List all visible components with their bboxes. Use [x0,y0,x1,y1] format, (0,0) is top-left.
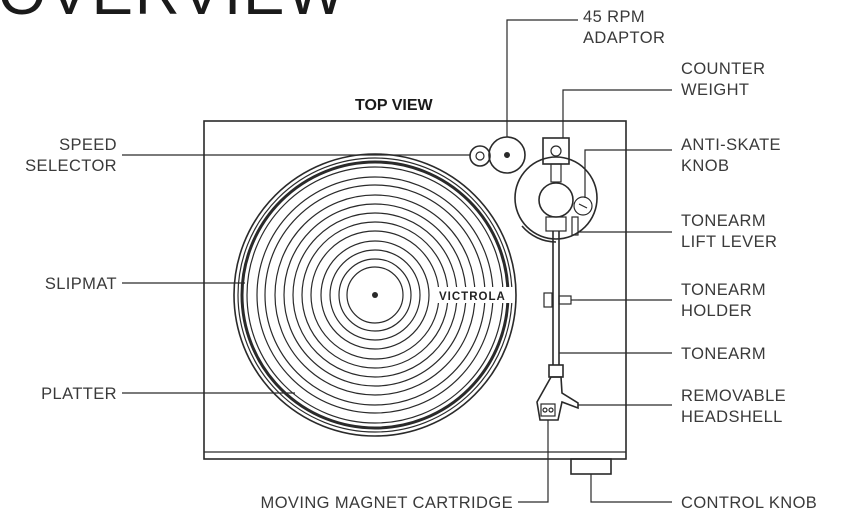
label-counter-weight-line2: WEIGHT [681,81,749,99]
label-slipmat: SLIPMAT [45,275,117,293]
control-knob [570,458,612,475]
label-speed-selector-line1: SPEED [59,136,117,154]
label-headshell-line2: HEADSHELL [681,408,783,426]
label-45rpm-line1: 45 RPM [583,8,645,26]
counter-weight [542,137,570,165]
label-lift-lever-line2: LIFT LEVER [681,233,777,251]
adaptor-45rpm [488,136,526,174]
diagram-title: OVERVIEW [0,0,347,28]
label-headshell-line1: REMOVABLE [681,387,786,405]
label-45rpm-line2: ADAPTOR [583,29,665,47]
diagram-subtitle: TOP VIEW [355,97,434,114]
leader-lines [122,19,672,503]
brand-logo: VICTROLA [439,291,506,303]
label-platter: PLATTER [41,385,117,403]
tonearm-holder [543,292,553,308]
headshell [536,376,579,421]
label-speed-selector-line2: SELECTOR [25,157,117,175]
label-tonearm: TONEARM [681,345,766,363]
turntable-plinth [203,120,627,460]
tonearm [543,231,578,378]
tonearm-base [514,137,598,243]
label-tonearm-holder-line2: HOLDER [681,302,752,320]
slipmat [256,176,513,414]
label-lift-lever-line1: TONEARM [681,212,766,230]
label-counter-weight-line1: COUNTER [681,60,765,78]
label-anti-skate-line2: KNOB [681,157,729,175]
tonearm-lift-lever [571,216,579,236]
label-control-knob: CONTROL KNOB [681,494,817,512]
label-cartridge: MOVING MAGNET CARTRIDGE [261,494,513,512]
label-tonearm-holder-line1: TONEARM [681,281,766,299]
anti-skate-knob [573,196,593,216]
label-anti-skate-line1: ANTI-SKATE [681,136,781,154]
speed-selector [469,145,491,167]
cartridge [540,403,556,417]
